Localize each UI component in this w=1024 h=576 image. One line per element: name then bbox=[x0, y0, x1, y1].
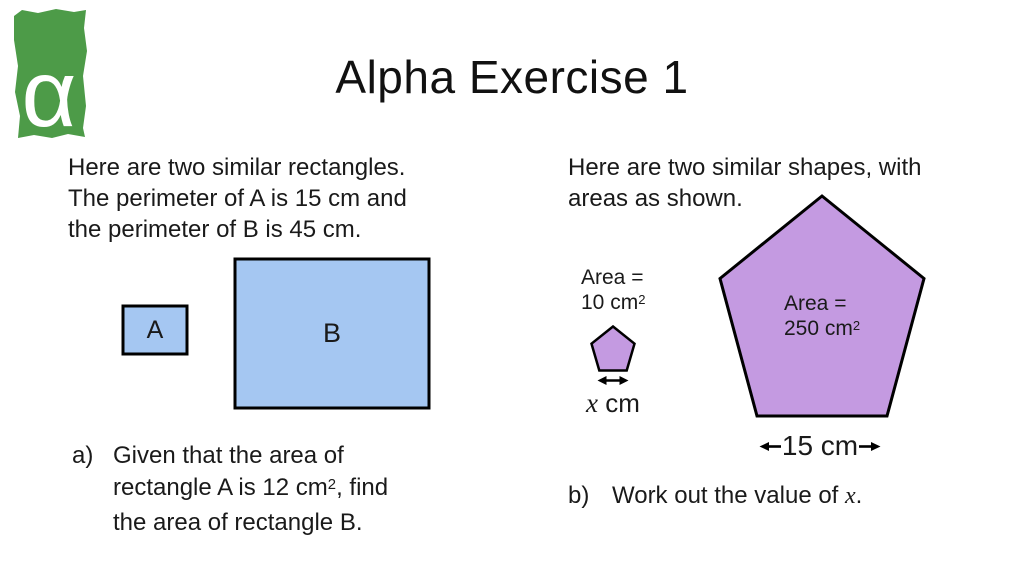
question-a-line2: rectangle A is 12 cm2, find bbox=[113, 472, 388, 507]
double-arrow-left-head bbox=[597, 376, 607, 385]
small-area-line1: Area = bbox=[581, 266, 644, 289]
rectangle-a-shape bbox=[121, 304, 189, 356]
large-area-value: 250 cm bbox=[784, 317, 853, 340]
double-arrow-right-head bbox=[619, 376, 629, 385]
alpha-logo-letter: α bbox=[21, 41, 77, 147]
rectangle-b-shape bbox=[233, 257, 431, 410]
left-intro-line: the perimeter of B is 45 cm. bbox=[68, 216, 362, 243]
left-arrow-head bbox=[759, 441, 769, 451]
right-arrow-head bbox=[871, 441, 881, 451]
page-title: Alpha Exercise 1 bbox=[335, 51, 689, 103]
question-a-label: a) bbox=[72, 442, 94, 469]
double-arrow-icon bbox=[597, 376, 629, 385]
left-intro-line: The perimeter of A is 15 cm and bbox=[68, 185, 407, 212]
alpha-logo: α bbox=[8, 6, 90, 142]
left-arrow-icon bbox=[759, 441, 781, 451]
logo-paint-swatch bbox=[14, 9, 87, 138]
left-intro-paragraph: Here are two similar rectangles. The per… bbox=[68, 152, 407, 245]
rectangle-b bbox=[233, 257, 431, 410]
small-pentagon-width-label: x cm bbox=[586, 388, 640, 419]
small-area-value: 10 cm bbox=[581, 291, 639, 314]
large-pentagon-area-label: Area = 250 cm2 bbox=[784, 291, 860, 343]
large-area-line2: 250 cm2 bbox=[784, 316, 860, 343]
question-b: b) Work out the value of x. bbox=[568, 480, 862, 512]
rectangle-b-label: B bbox=[322, 318, 341, 348]
small-pentagon-area-label: Area = 10 cm2 bbox=[581, 265, 645, 317]
right-intro-paragraph: Here are two similar shapes, with areas … bbox=[568, 152, 921, 214]
left-intro-line: Here are two similar rectangles. bbox=[68, 154, 406, 181]
rectangle-a-label: A bbox=[146, 315, 164, 344]
superscript-2: 2 bbox=[327, 476, 337, 493]
small-pentagon bbox=[590, 325, 636, 372]
rectangle-a bbox=[121, 304, 189, 356]
superscript-2: 2 bbox=[852, 317, 861, 333]
variable-x: x bbox=[586, 388, 598, 418]
large-pentagon-width-dimension: 15 cm bbox=[745, 430, 895, 462]
question-a-line3: the area of rectangle B. bbox=[113, 509, 363, 536]
width-unit: cm bbox=[597, 388, 640, 418]
question-a-line2-tail: , find bbox=[336, 474, 389, 501]
variable-x: x bbox=[845, 483, 856, 509]
question-a: a) Given that the area of rectangle A is… bbox=[72, 440, 388, 539]
logo-background-shape bbox=[14, 9, 87, 138]
large-pentagon bbox=[718, 194, 926, 418]
question-a-line2-text: rectangle A is 12 cm bbox=[113, 474, 328, 501]
right-intro-line: areas as shown. bbox=[568, 185, 743, 212]
right-arrow-icon bbox=[859, 441, 881, 451]
superscript-2: 2 bbox=[638, 291, 646, 307]
question-b-pre: Work out the value of bbox=[612, 482, 846, 509]
question-a-line1: Given that the area of bbox=[113, 442, 344, 469]
question-a-text: Given that the area of rectangle A is 12… bbox=[113, 440, 388, 539]
small-pentagon-shape bbox=[590, 325, 636, 372]
question-b-post: . bbox=[855, 482, 863, 509]
right-intro-line: Here are two similar shapes, with bbox=[568, 154, 922, 181]
small-area-line2: 10 cm2 bbox=[581, 290, 645, 317]
question-b-label: b) bbox=[568, 482, 590, 509]
question-b-text: Work out the value of x. bbox=[612, 480, 862, 512]
large-pentagon-shape bbox=[718, 194, 926, 418]
large-area-line1: Area = bbox=[784, 292, 847, 315]
width-15-label: 15 cm bbox=[781, 430, 859, 461]
